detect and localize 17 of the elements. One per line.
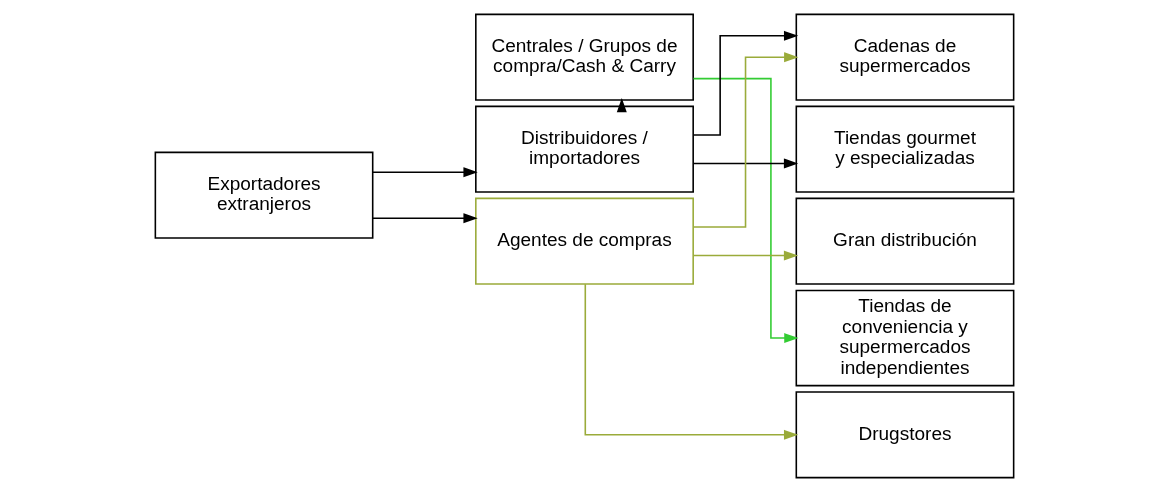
arrow [371,213,478,224]
arrow [584,283,798,440]
node-box: Cadenas de supermercados [795,13,1014,101]
arrow [692,30,798,136]
arrow [692,77,799,344]
arrow [692,158,798,169]
node-box: Agentes de compras [474,197,694,285]
node-box: Exportadores extranjeros [154,151,373,239]
node-box: Gran distribución [795,197,1014,285]
node-box: Tiendas de conveniencia y supermercados independientes [795,289,1014,387]
node-box: Drugstores [795,391,1014,479]
node-box: Tiendas gourmet y especializadas [795,105,1014,193]
arrow [371,167,478,178]
arrow [692,250,798,261]
arrow [616,97,627,113]
arrow [691,52,798,228]
node-box: Centrales / Grupos de compra/Cash & Carry [474,13,694,101]
